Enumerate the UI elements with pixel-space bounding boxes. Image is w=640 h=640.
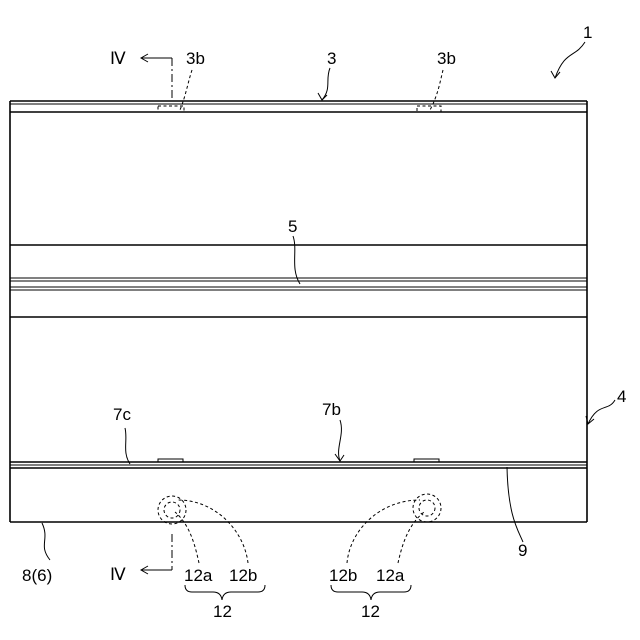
label-section-top: Ⅳ [110, 49, 126, 68]
section-line-top [141, 54, 172, 98]
leader-lines [42, 42, 615, 563]
braces [185, 585, 411, 600]
label-section-bottom: Ⅳ [110, 565, 126, 584]
label-knob-b-right: 12b [329, 566, 357, 585]
section-line-bottom [141, 534, 172, 574]
label-assembly: 1 [583, 23, 592, 42]
label-knob-a-right: 12a [376, 566, 405, 585]
label-side: 4 [617, 387, 626, 406]
label-top-member: 3 [327, 49, 336, 68]
label-rail: 7b [322, 400, 341, 419]
label-knob-group-left: 12 [213, 602, 232, 621]
label-bottom-edge: 9 [518, 541, 527, 560]
knob-right [413, 494, 441, 522]
frame [10, 101, 587, 522]
label-knob-a-left: 12a [184, 566, 213, 585]
label-top-member-part-right: 3b [437, 49, 456, 68]
rail [10, 459, 587, 468]
label-top-member-part-left: 3b [186, 49, 205, 68]
label-bottom-member: 8(6) [22, 566, 52, 585]
label-rail-end: 7c [113, 405, 131, 424]
label-knob-group-right: 12 [361, 602, 380, 621]
top-member-hidden-parts [158, 106, 441, 112]
label-knob-b-left: 12b [229, 566, 257, 585]
label-middle-member: 5 [288, 217, 297, 236]
